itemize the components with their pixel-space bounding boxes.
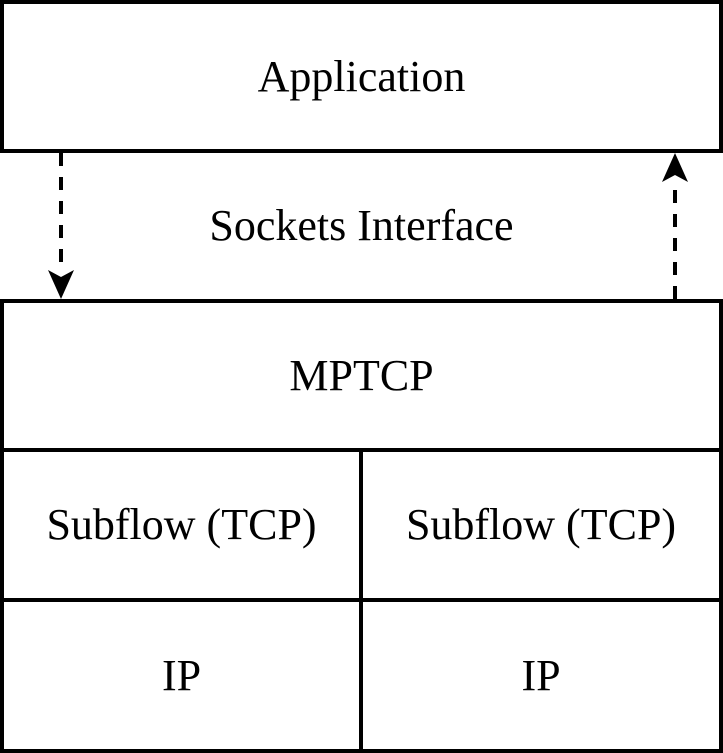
ip-label-left: IP bbox=[161, 650, 202, 700]
subflow-tcp-label-right: Subflow (TCP) bbox=[405, 500, 677, 549]
sockets-interface-region: Sockets Interface bbox=[0, 153, 723, 299]
application-label: Application bbox=[257, 51, 466, 101]
application-layer-box: Application bbox=[0, 0, 723, 153]
subflow-tcp-box-right: Subflow (TCP) bbox=[359, 448, 723, 602]
sockets-interface-label: Sockets Interface bbox=[209, 201, 514, 250]
subflow-tcp-box-left: Subflow (TCP) bbox=[0, 448, 363, 602]
ip-box-left: IP bbox=[0, 598, 363, 753]
mptcp-label: MPTCP bbox=[289, 350, 434, 400]
subflow-tcp-label-left: Subflow (TCP) bbox=[46, 500, 317, 549]
mptcp-layer-box: MPTCP bbox=[0, 299, 723, 452]
ip-label-right: IP bbox=[521, 650, 561, 700]
ip-box-right: IP bbox=[359, 598, 723, 753]
